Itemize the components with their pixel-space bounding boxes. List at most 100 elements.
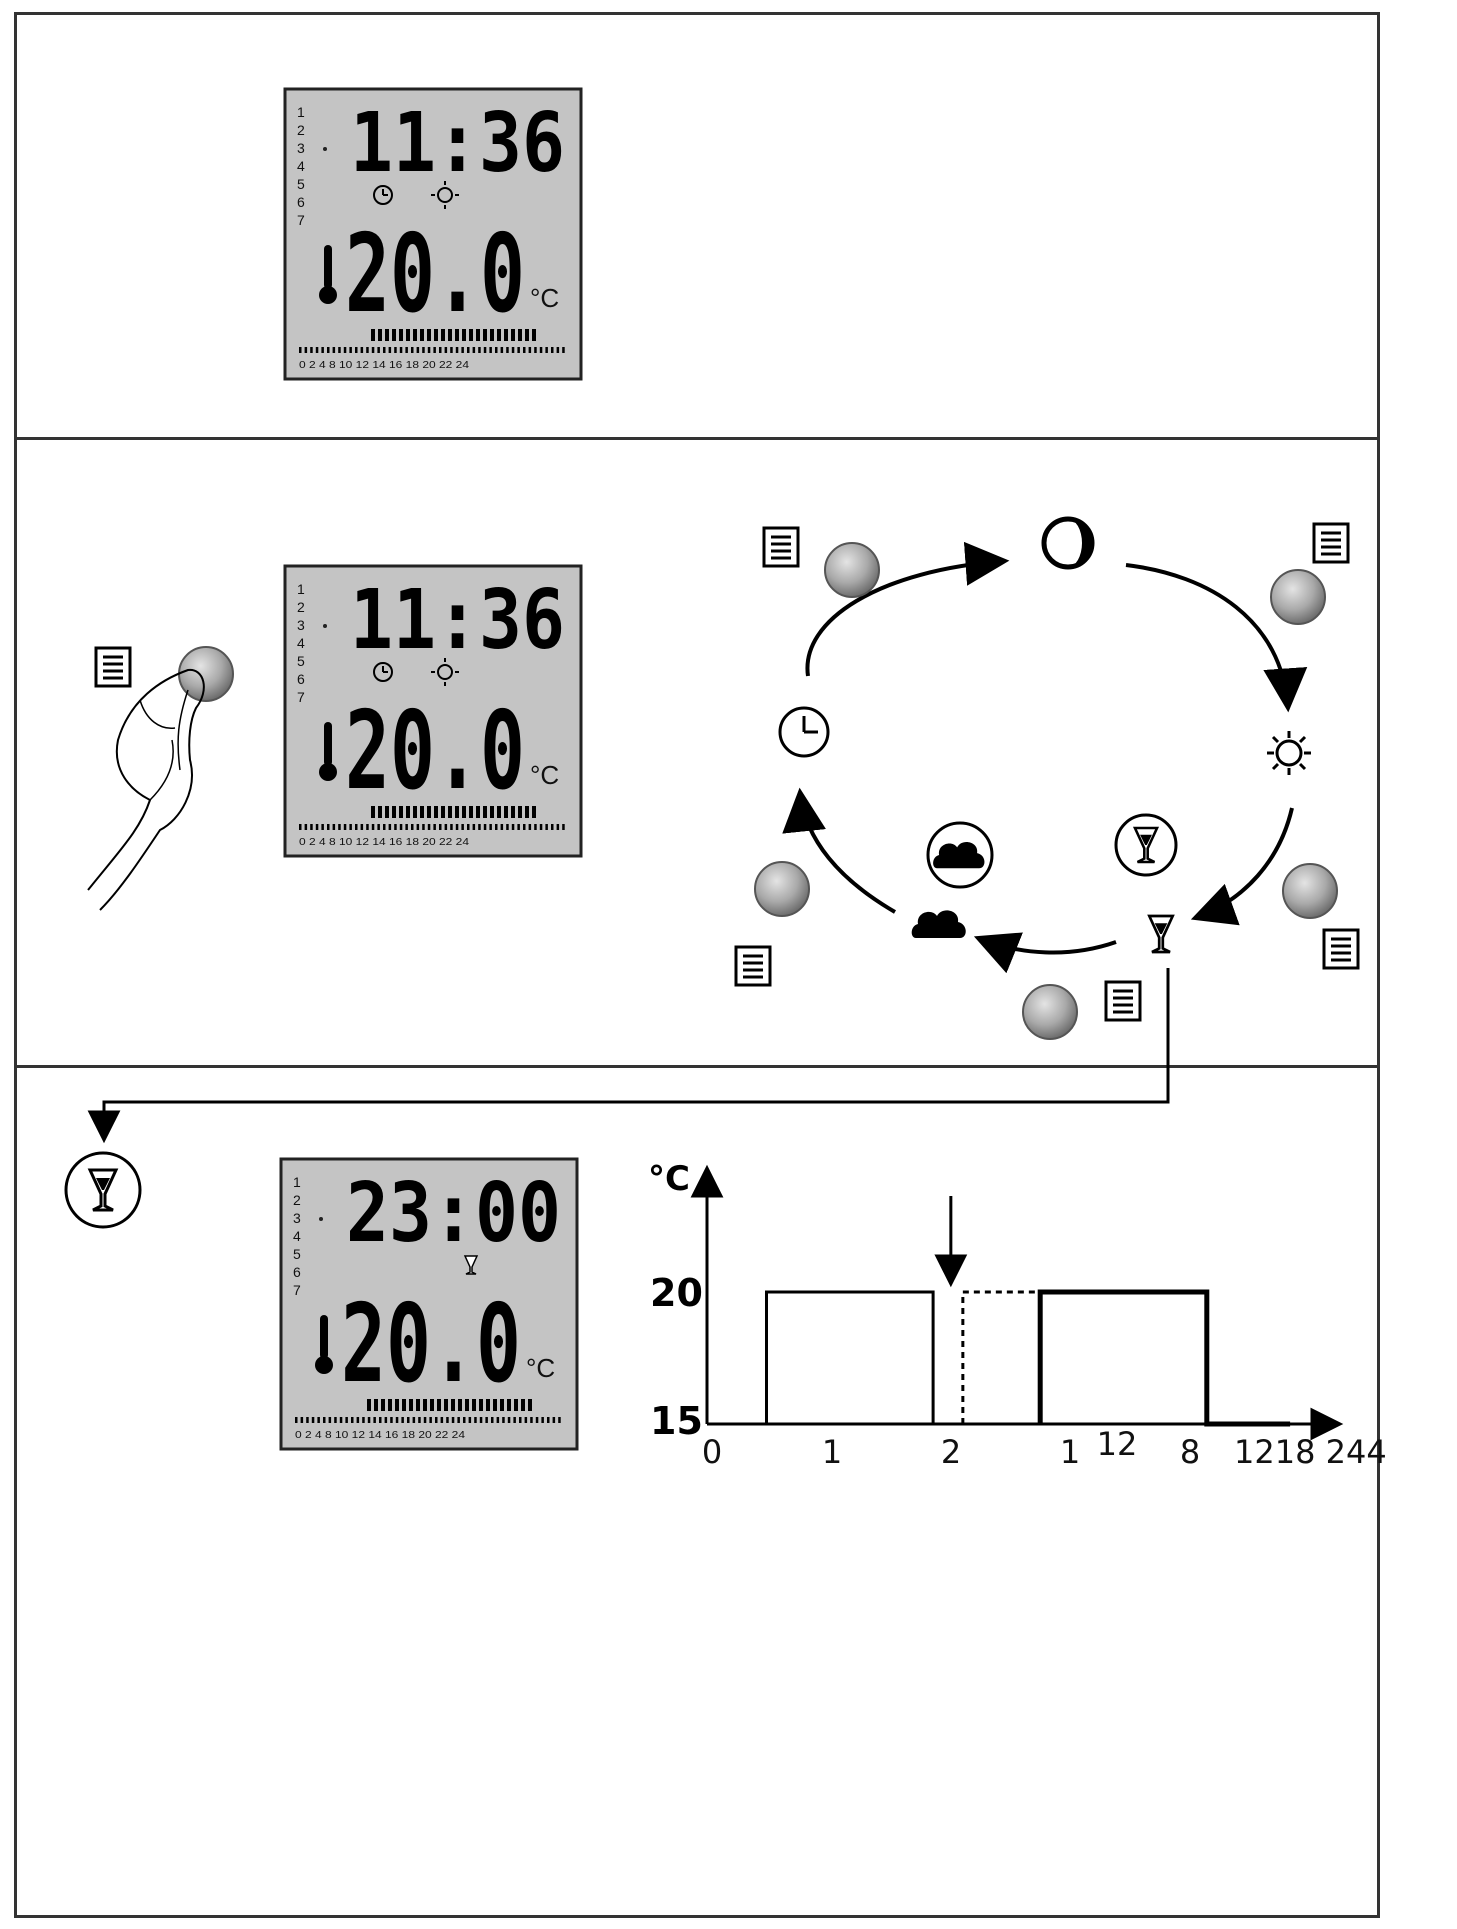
page-frame bbox=[14, 12, 1380, 1918]
party-glass-circle-icon bbox=[1114, 813, 1178, 877]
menu-button[interactable] bbox=[1270, 569, 1326, 625]
hour-tick bbox=[483, 824, 487, 830]
party-glass-circle-icon bbox=[64, 1151, 142, 1229]
sun-icon bbox=[431, 181, 459, 209]
menu-button[interactable] bbox=[1282, 863, 1338, 919]
hour-tick bbox=[511, 347, 515, 353]
hour-tick bbox=[483, 347, 487, 353]
hour-tick bbox=[541, 1417, 544, 1423]
hour-tick bbox=[395, 1417, 399, 1423]
hour-tick bbox=[455, 824, 459, 830]
hour-tick bbox=[433, 347, 436, 353]
program-bar bbox=[392, 329, 396, 341]
hour-tick bbox=[528, 347, 532, 353]
hour-tick bbox=[360, 824, 364, 830]
party-glass-icon bbox=[463, 1255, 479, 1275]
day-pointer bbox=[323, 624, 327, 628]
hour-tick bbox=[495, 347, 498, 353]
hour-tick bbox=[412, 1417, 416, 1423]
program-bar bbox=[532, 806, 536, 818]
hour-tick bbox=[349, 347, 352, 353]
hour-tick bbox=[299, 347, 302, 353]
menu-icon bbox=[94, 646, 132, 688]
hour-tick bbox=[534, 824, 537, 830]
panel-divider-1 bbox=[14, 437, 1380, 440]
hour-tick bbox=[556, 824, 560, 830]
hour-tick bbox=[355, 824, 358, 830]
hour-tick bbox=[451, 1417, 455, 1423]
thermometer-icon bbox=[319, 722, 337, 781]
lcd-time: 23:00 bbox=[346, 1166, 561, 1261]
program-bar bbox=[434, 329, 438, 341]
hour-tick bbox=[315, 824, 319, 830]
day-number: 2 bbox=[297, 599, 305, 615]
hour-tick bbox=[472, 347, 476, 353]
hour-tick bbox=[371, 347, 375, 353]
x-tick-label: 1 bbox=[822, 1433, 842, 1471]
program-bar bbox=[416, 1399, 420, 1411]
hour-tick bbox=[530, 1417, 533, 1423]
hour-tick bbox=[523, 347, 526, 353]
hour-tick bbox=[535, 1417, 539, 1423]
hour-tick bbox=[440, 1417, 444, 1423]
program-bar bbox=[525, 806, 529, 818]
hour-tick bbox=[388, 347, 392, 353]
hour-tick bbox=[539, 347, 543, 353]
program-bar bbox=[458, 1399, 462, 1411]
program-bar bbox=[395, 1399, 399, 1411]
y-tick-label: 15 bbox=[650, 1399, 703, 1443]
menu-button[interactable] bbox=[824, 542, 880, 598]
program-bar bbox=[455, 329, 459, 341]
hour-tick bbox=[545, 824, 548, 830]
program-bar bbox=[388, 1399, 392, 1411]
program-bar bbox=[462, 329, 466, 341]
hour-tick bbox=[551, 824, 554, 830]
day-number: 1 bbox=[297, 581, 305, 597]
sun-icon bbox=[1265, 729, 1313, 777]
hour-tick bbox=[321, 824, 324, 830]
hour-scale: 0 2 4 8 10 12 14 16 18 20 22 24 bbox=[299, 360, 470, 371]
hour-tick bbox=[551, 347, 554, 353]
program-bar bbox=[511, 329, 515, 341]
lcd-temperature: 20.0 bbox=[345, 212, 525, 337]
program-bar bbox=[413, 329, 417, 341]
program-bar bbox=[504, 329, 508, 341]
lcd-unit: °C bbox=[526, 1353, 555, 1383]
solid-profile-line bbox=[707, 1290, 1291, 1426]
hour-tick bbox=[418, 1417, 421, 1423]
menu-icon bbox=[734, 945, 772, 987]
program-bar bbox=[532, 329, 536, 341]
program-bar bbox=[371, 329, 375, 341]
program-bar bbox=[441, 329, 445, 341]
hour-tick bbox=[383, 347, 386, 353]
program-bar bbox=[518, 806, 522, 818]
menu-button[interactable] bbox=[1022, 984, 1078, 1040]
cycle-arrow bbox=[1190, 807, 1294, 926]
lcd-screen bbox=[283, 564, 583, 858]
hour-tick bbox=[394, 347, 397, 353]
x-tick-label: 12 bbox=[1097, 1425, 1138, 1463]
day-number: 5 bbox=[297, 176, 305, 192]
hour-tick bbox=[519, 1417, 522, 1423]
hour-tick bbox=[461, 824, 464, 830]
day-pointer bbox=[319, 1217, 323, 1221]
hour-tick bbox=[562, 824, 565, 830]
program-bar bbox=[465, 1399, 469, 1411]
program-bar bbox=[434, 806, 438, 818]
program-bar bbox=[497, 806, 501, 818]
hour-tick bbox=[450, 347, 453, 353]
party-glass-icon bbox=[1147, 914, 1175, 954]
panel-divider-2 bbox=[14, 1065, 1380, 1068]
day-number: 3 bbox=[297, 617, 305, 633]
clock-icon bbox=[778, 706, 830, 758]
menu-button[interactable] bbox=[754, 861, 810, 917]
day-number: 6 bbox=[293, 1264, 301, 1280]
hour-tick bbox=[356, 1417, 360, 1423]
hour-tick bbox=[422, 347, 425, 353]
hour-tick bbox=[506, 824, 509, 830]
hour-tick bbox=[399, 347, 403, 353]
